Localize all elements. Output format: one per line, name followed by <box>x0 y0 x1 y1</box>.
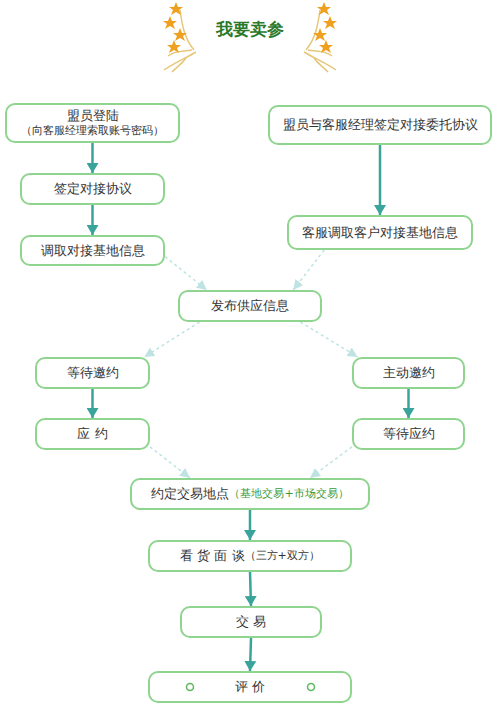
dashed-flow-arrow <box>165 257 207 290</box>
process-box: 交 易 <box>180 606 322 638</box>
process-box: 盟员与客服经理签定对接委托协议 <box>268 105 492 145</box>
flow-arrow <box>249 510 252 540</box>
root-line <box>168 50 192 56</box>
star-symbol <box>317 2 331 15</box>
dashed-flow-arrow <box>150 447 190 478</box>
star-symbol <box>313 28 327 41</box>
star-symbol <box>323 16 337 29</box>
star-symbol <box>163 16 177 29</box>
step-label: 调取对接基地信息 <box>41 242 145 260</box>
flow-arrow <box>250 572 251 606</box>
step-label: 约定交易地点 <box>151 485 229 503</box>
step-label: 看 货 面 谈 <box>180 547 244 565</box>
step-label: 签定对接协议 <box>54 180 132 198</box>
process-box: 约定交易地点（基地交易+市场交易） <box>130 478 370 510</box>
step-note: （三方+双方） <box>245 549 320 564</box>
root-line <box>308 50 332 56</box>
flow-arrow <box>407 389 410 418</box>
process-box: 等待邀约 <box>35 357 150 389</box>
step-label: 评 价 <box>235 678 265 696</box>
diagram-title: 我要卖参 <box>150 18 350 41</box>
process-box: 客服调取客户对接基地信息 <box>287 215 473 250</box>
dashed-flow-arrow <box>310 447 352 478</box>
flow-arrow <box>91 205 94 235</box>
bullet-circle <box>308 684 315 691</box>
root-line <box>172 58 186 72</box>
process-box: 调取对接基地信息 <box>20 235 165 266</box>
ginseng-root-right <box>304 10 336 72</box>
flow-arrow <box>91 143 94 173</box>
step-label: 应 约 <box>77 425 107 443</box>
flow-arrow <box>250 638 251 671</box>
step-label: 发布供应信息 <box>211 297 289 315</box>
process-box: 等待应约 <box>352 418 465 450</box>
star-symbol <box>173 28 187 41</box>
step-note: （向客服经理索取账号密码） <box>21 124 164 139</box>
process-box: 盟员登陆（向客服经理索取账号密码） <box>5 103 180 143</box>
process-box: 主动邀约 <box>352 357 465 389</box>
star-symbol <box>169 2 183 15</box>
root-line <box>306 10 320 50</box>
flow-arrow <box>91 389 94 418</box>
process-box: 看 货 面 谈（三方+双方） <box>148 540 352 572</box>
flow-arrow <box>379 145 382 215</box>
root-line <box>180 10 194 50</box>
process-box: 评 价 <box>148 671 352 703</box>
step-label: 盟员登陆 <box>67 107 119 125</box>
process-box: 应 约 <box>35 418 150 450</box>
root-line <box>304 52 336 70</box>
dashed-flow-arrow <box>293 250 324 290</box>
step-note: （基地交易+市场交易） <box>229 487 348 502</box>
dashed-flow-arrow <box>144 322 199 357</box>
ginseng-root-left <box>164 10 196 72</box>
star-symbol <box>319 40 333 53</box>
step-label: 交 易 <box>236 613 266 631</box>
step-label: 盟员与客服经理签定对接委托协议 <box>283 116 478 134</box>
dashed-flow-arrow <box>300 322 357 357</box>
process-box: 签定对接协议 <box>20 173 165 205</box>
process-box: 发布供应信息 <box>178 290 322 322</box>
root-line <box>314 58 328 72</box>
step-label: 客服调取客户对接基地信息 <box>302 224 458 242</box>
step-label: 等待邀约 <box>67 364 119 382</box>
bullet-circle <box>187 684 194 691</box>
step-label: 主动邀约 <box>383 364 435 382</box>
star-symbol <box>167 40 181 53</box>
step-label: 等待应约 <box>383 425 435 443</box>
root-line <box>164 52 196 70</box>
